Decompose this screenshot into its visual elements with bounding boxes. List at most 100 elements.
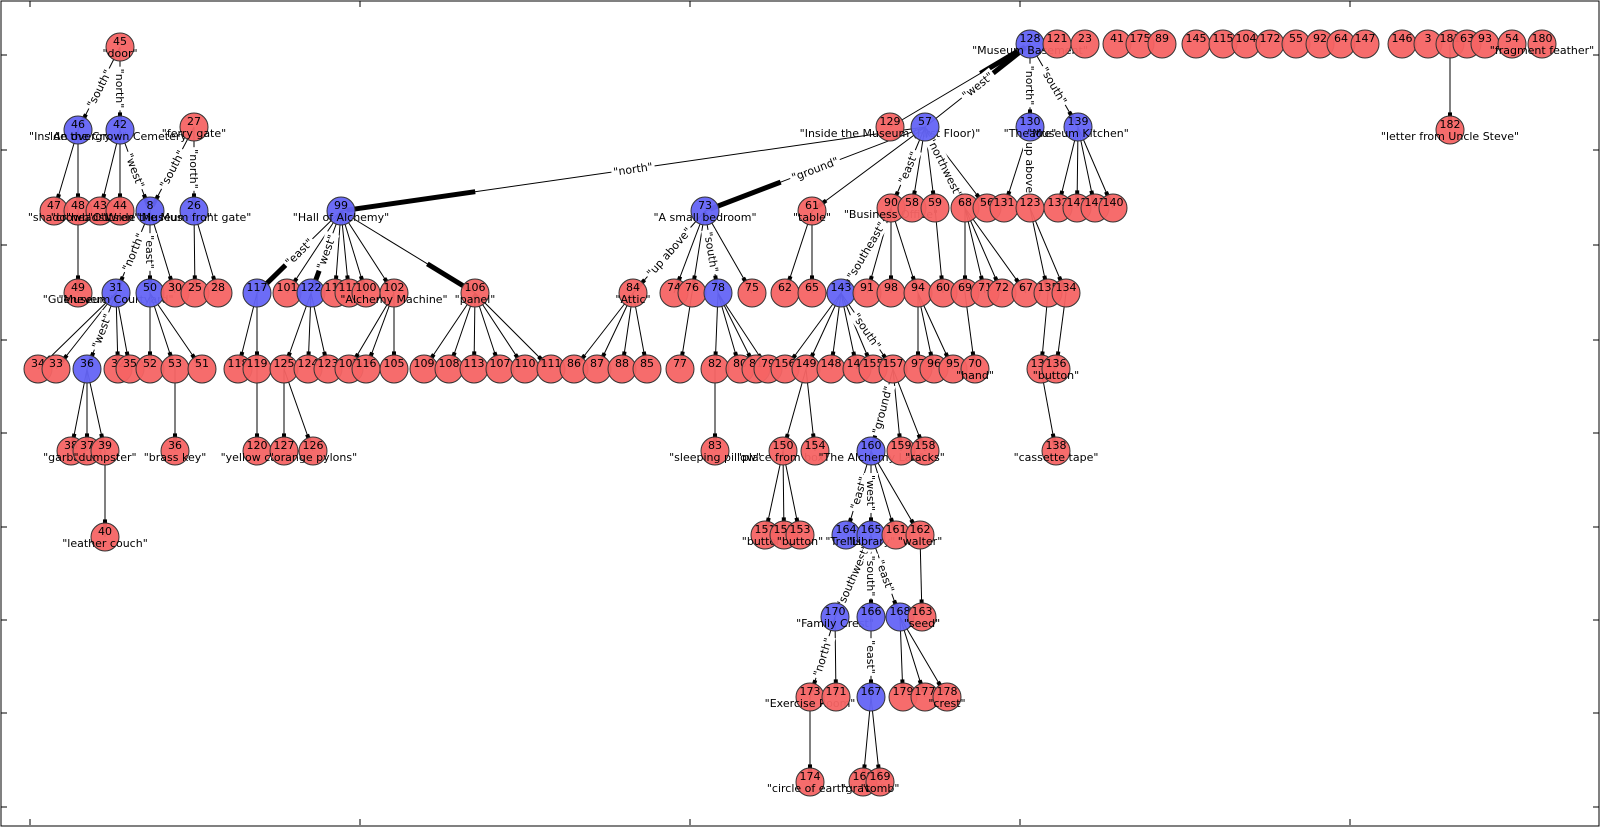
node-number: 146	[1392, 32, 1413, 45]
node-109[interactable]: 109	[410, 355, 438, 383]
node-number: 110	[515, 357, 536, 370]
node-number: 149	[796, 357, 817, 370]
node-number: 111	[541, 357, 562, 370]
node-148[interactable]: 148	[817, 355, 845, 383]
node-number: 113	[464, 357, 485, 370]
node-149[interactable]: 149	[792, 355, 820, 383]
node-number: 60	[936, 281, 950, 294]
node-53[interactable]: 53	[161, 355, 189, 383]
node-number: 147	[1355, 32, 1376, 45]
node-number: 51	[195, 357, 209, 370]
node-59[interactable]: 59	[921, 194, 949, 222]
node-94[interactable]: 94	[904, 279, 932, 307]
node-number: 41	[1110, 32, 1124, 45]
node-140[interactable]: 140	[1099, 194, 1127, 222]
node-121[interactable]: 121	[1043, 30, 1071, 58]
node-57[interactable]: 57	[911, 113, 939, 141]
node-105[interactable]: 105	[380, 355, 408, 383]
node-number: 35	[123, 357, 137, 370]
node-145[interactable]: 145	[1182, 30, 1210, 58]
node-88[interactable]: 88	[608, 355, 636, 383]
node-82[interactable]: 82	[701, 355, 729, 383]
node-113[interactable]: 113	[460, 355, 488, 383]
node-number: 143	[831, 281, 852, 294]
node-number: 69	[958, 281, 972, 294]
node-167[interactable]: 167	[857, 683, 885, 711]
node-50[interactable]: 50	[136, 279, 164, 307]
node-number: 77	[673, 357, 687, 370]
node-108[interactable]: 108	[435, 355, 463, 383]
node-131[interactable]: 131	[990, 194, 1018, 222]
node-number: 179	[893, 685, 914, 698]
node-number: 125	[274, 357, 295, 370]
node-number: 62	[778, 281, 792, 294]
node-number: 30	[168, 281, 182, 294]
node-146[interactable]: 146	[1388, 30, 1416, 58]
node-label: "leather couch"	[62, 537, 148, 550]
node-143[interactable]: 143	[827, 279, 855, 307]
node-number: 3	[1425, 32, 1432, 45]
node-number: 58	[905, 196, 919, 209]
node-134[interactable]: 134	[1052, 279, 1080, 307]
node-77[interactable]: 77	[666, 355, 694, 383]
node-number: 88	[615, 357, 629, 370]
node-number: 82	[708, 357, 722, 370]
node-number: 65	[805, 281, 819, 294]
node-number: 167	[861, 685, 882, 698]
node-117[interactable]: 117	[243, 279, 271, 307]
node-75[interactable]: 75	[738, 279, 766, 307]
node-28[interactable]: 28	[204, 279, 232, 307]
node-157[interactable]: 157	[879, 355, 907, 383]
node-number: 33	[49, 357, 63, 370]
edge-label-east: "east"	[143, 235, 156, 269]
node-65[interactable]: 65	[798, 279, 826, 307]
node-number: 50	[143, 281, 157, 294]
node-number: 78	[711, 281, 725, 294]
node-147[interactable]: 147	[1351, 30, 1379, 58]
node-label: "racks"	[905, 451, 945, 464]
node-number: 134	[1056, 281, 1077, 294]
node-51[interactable]: 51	[188, 355, 216, 383]
node-number: 52	[143, 357, 157, 370]
node-number: 98	[884, 281, 898, 294]
node-62[interactable]: 62	[771, 279, 799, 307]
edge-label-east: "east"	[864, 640, 877, 674]
node-number: 115	[1213, 32, 1234, 45]
node-36[interactable]: 36	[73, 355, 101, 383]
node-119[interactable]: 119	[243, 355, 271, 383]
node-number: 87	[590, 357, 604, 370]
node-number: 55	[1289, 32, 1303, 45]
node-110[interactable]: 110	[511, 355, 539, 383]
node-label: "walter"	[898, 535, 943, 548]
node-33[interactable]: 33	[42, 355, 70, 383]
node-89[interactable]: 89	[1148, 30, 1176, 58]
node-number: 53	[168, 357, 182, 370]
node-171[interactable]: 171	[822, 683, 850, 711]
node-number: 145	[1186, 32, 1207, 45]
node-85[interactable]: 85	[633, 355, 661, 383]
node-87[interactable]: 87	[583, 355, 611, 383]
node-23[interactable]: 23	[1071, 30, 1099, 58]
node-label: "letter from Uncle Steve"	[1381, 130, 1519, 143]
node-98[interactable]: 98	[877, 279, 905, 307]
node-number: 67	[1019, 281, 1033, 294]
node-number: 105	[384, 357, 405, 370]
node-label: "Alchemy Machine"	[340, 293, 447, 306]
node-76[interactable]: 76	[678, 279, 706, 307]
node-116[interactable]: 116	[352, 355, 380, 383]
node-label: "dumpster"	[73, 451, 136, 464]
node-172[interactable]: 172	[1256, 30, 1284, 58]
node-52[interactable]: 52	[136, 355, 164, 383]
node-number: 119	[247, 357, 268, 370]
node-78[interactable]: 78	[704, 279, 732, 307]
node-label: "Museum Kitchen"	[1027, 127, 1129, 140]
node-number: 59	[928, 196, 942, 209]
node-123[interactable]: 123	[1016, 194, 1044, 222]
node-number: 36	[80, 357, 94, 370]
node-107[interactable]: 107	[486, 355, 514, 383]
node-number: 72	[995, 281, 1009, 294]
node-number: 92	[1313, 32, 1327, 45]
node-166[interactable]: 166	[857, 603, 885, 631]
